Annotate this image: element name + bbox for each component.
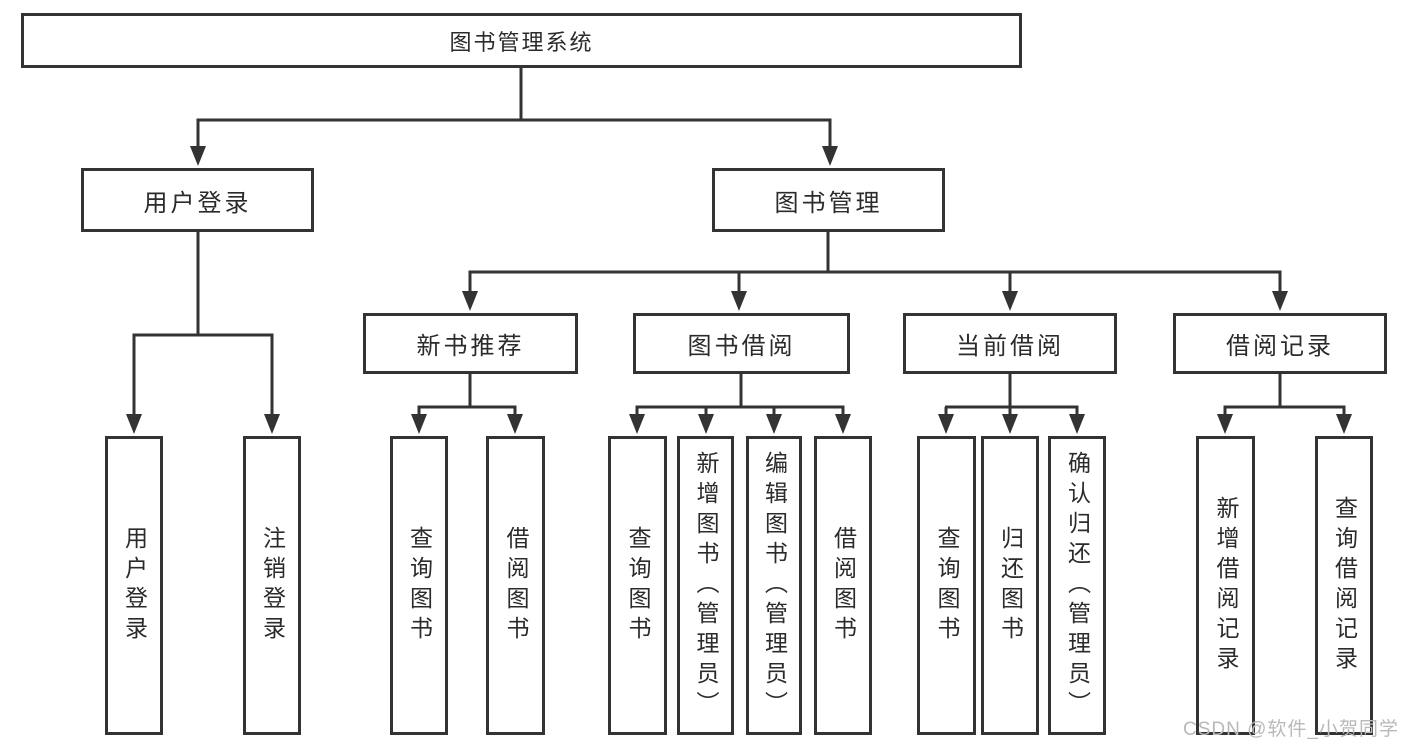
leaf-query-borrow-record: 查询借阅记录 [1315, 436, 1373, 735]
leaf-add-books-admin: 新增图书（管理员） [677, 436, 734, 735]
csdn-watermark: CSDN @软件_小贺同学 [1183, 719, 1399, 740]
leaf-confirm-return-admin: 确认归还（管理员） [1048, 436, 1106, 735]
node-user-login: 用户登录 [81, 168, 314, 232]
leaf-add-borrow-record: 新增借阅记录 [1196, 436, 1255, 735]
leaf-query-books-borrowing: 查询图书 [608, 436, 667, 735]
node-book-borrowing: 图书借阅 [633, 313, 850, 374]
leaf-query-books-recommend: 查询图书 [390, 436, 448, 735]
leaf-borrow-books-recommend: 借阅图书 [486, 436, 545, 735]
node-library-management-system: 图书管理系统 [21, 13, 1022, 68]
leaf-return-books: 归还图书 [981, 436, 1039, 735]
node-book-management: 图书管理 [712, 168, 945, 232]
node-new-book-recommend: 新书推荐 [363, 313, 578, 374]
leaf-user-login: 用户登录 [105, 436, 163, 735]
node-borrowing-records: 借阅记录 [1173, 313, 1387, 374]
leaf-logout: 注销登录 [243, 436, 301, 735]
connector-arrowheads [126, 146, 1352, 434]
leaf-edit-books-admin: 编辑图书（管理员） [746, 436, 802, 735]
leaf-borrow-books: 借阅图书 [814, 436, 872, 735]
leaf-query-books-current: 查询图书 [917, 436, 976, 735]
node-current-borrowing: 当前借阅 [903, 313, 1117, 374]
